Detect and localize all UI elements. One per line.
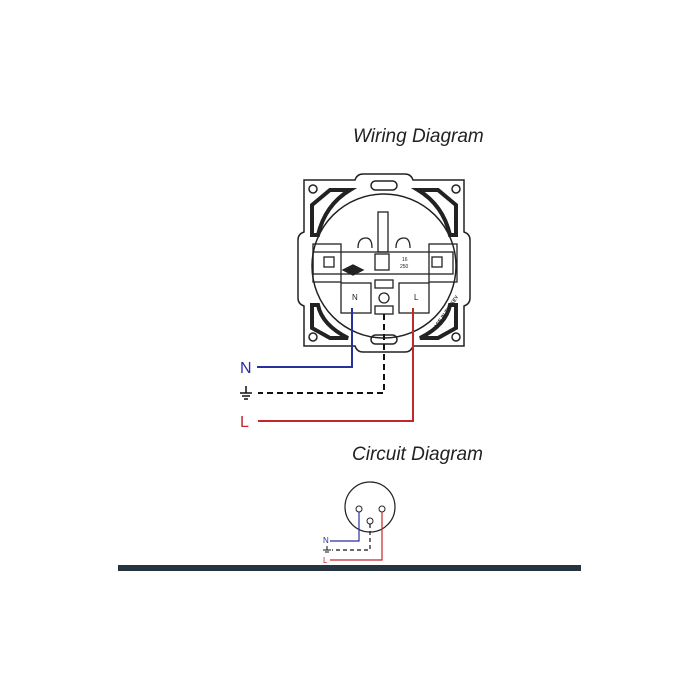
neutral-label: N: [240, 360, 252, 377]
earth-icon: [240, 386, 252, 400]
rating-volts: 250: [400, 264, 409, 270]
divider-bar: [118, 565, 581, 571]
live-label: L: [240, 414, 249, 431]
terminal-n-label: N: [352, 293, 358, 302]
pin-neutral: [355, 505, 363, 513]
earth-wire: [258, 314, 385, 394]
terminal-l-label: L: [414, 293, 419, 302]
rating-amps: 16: [402, 257, 408, 263]
pin-earth: [366, 517, 374, 525]
circuit-diagram-title: Circuit Diagram: [352, 444, 483, 465]
live-wire: [258, 308, 414, 422]
circuit-neutral-label: N: [323, 536, 329, 545]
neutral-wire: [257, 308, 353, 368]
circuit-earth-wire: [332, 524, 371, 551]
wiring-diagram-title: Wiring Diagram: [353, 126, 484, 147]
socket-body: [312, 211, 458, 315]
circuit-neutral-wire: [330, 512, 360, 542]
pin-live: [378, 505, 386, 513]
circuit-live-wire: [330, 512, 383, 561]
circuit-live-label: L: [323, 556, 328, 565]
circuit-earth-icon: [323, 546, 331, 553]
